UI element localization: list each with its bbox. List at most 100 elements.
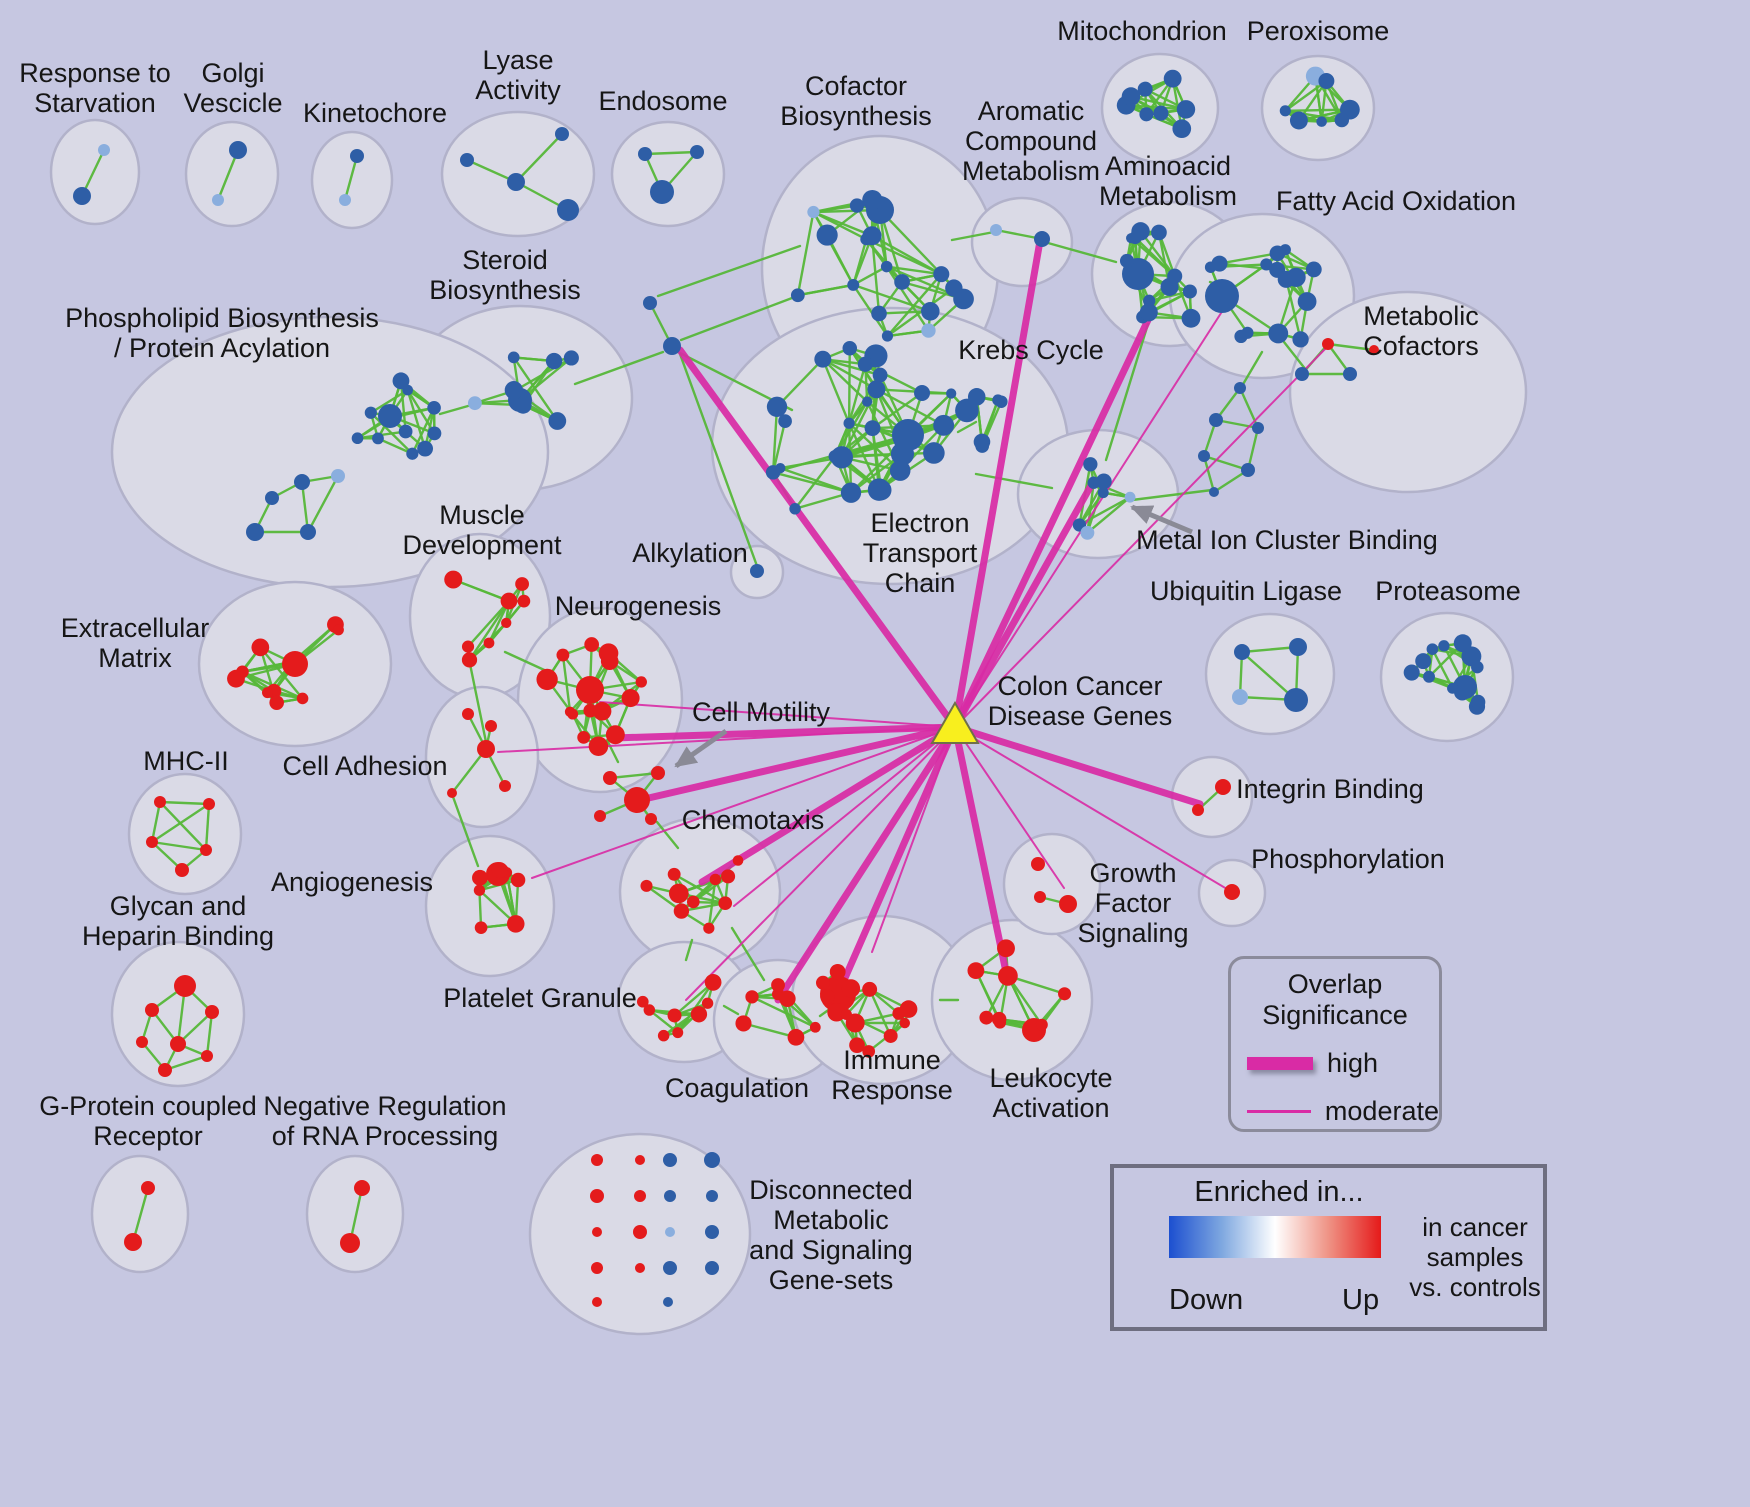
graph-node xyxy=(592,702,612,721)
graph-node xyxy=(212,194,224,206)
graph-node xyxy=(778,414,792,428)
graph-node xyxy=(701,997,714,1009)
graph-node xyxy=(664,1190,676,1202)
graph-node xyxy=(1034,231,1050,247)
label-aminoacid-metabolism: Aminoacid xyxy=(1105,151,1231,181)
graph-node xyxy=(867,380,886,399)
graph-node xyxy=(663,1261,677,1275)
graph-edge xyxy=(399,379,407,433)
graph-node xyxy=(967,962,985,980)
graph-edge xyxy=(692,875,730,904)
graph-edge xyxy=(655,820,680,850)
graph-edge xyxy=(821,357,882,377)
cluster-bubble-angiogenesis xyxy=(424,834,556,978)
graph-node xyxy=(1198,450,1210,462)
label-lyase-activity: Activity xyxy=(475,75,561,105)
label-disconnected-genesets: Disconnected xyxy=(749,1175,913,1205)
significance-edge-high xyxy=(951,316,1152,731)
graph-node xyxy=(483,637,495,649)
graph-edge xyxy=(204,802,211,852)
graph-edge xyxy=(870,234,943,276)
graph-node xyxy=(842,340,858,356)
graph-node xyxy=(690,1006,708,1023)
graph-node xyxy=(933,414,955,436)
graph-node xyxy=(296,692,309,705)
graph-node xyxy=(745,990,759,1004)
label-cell-adhesion: Cell Adhesion xyxy=(282,751,447,781)
graph-node xyxy=(843,417,855,429)
legend-overlap-title-line2: Significance xyxy=(1262,1000,1408,1030)
graph-node xyxy=(1234,382,1246,394)
graph-node xyxy=(880,260,893,273)
graph-edge xyxy=(684,938,694,962)
graph-node xyxy=(635,676,647,688)
significance-edge-high xyxy=(698,723,959,886)
graph-node xyxy=(686,895,700,909)
graph-node xyxy=(721,869,736,884)
high-significance-line-swatch xyxy=(1247,1057,1313,1070)
label-metabolic-cofactors: Metabolic xyxy=(1363,301,1479,331)
graph-node xyxy=(1292,331,1309,348)
graph-edge xyxy=(643,150,699,156)
graph-node xyxy=(1415,653,1432,670)
graph-edge xyxy=(306,474,340,534)
graph-node xyxy=(229,141,247,159)
graph-node xyxy=(862,1045,876,1058)
graph-node xyxy=(1295,367,1309,381)
graph-edge xyxy=(150,802,211,844)
label-extracellular-matrix: Matrix xyxy=(98,643,172,673)
graph-node xyxy=(703,922,715,934)
graph-edge xyxy=(466,599,511,648)
graph-edge xyxy=(450,747,488,795)
label-electron-transport-chain: Chain xyxy=(885,568,956,598)
label-golgi-vescicle: Vescicle xyxy=(183,88,282,118)
graph-edge xyxy=(150,800,162,844)
graph-node xyxy=(667,1008,682,1023)
graph-node xyxy=(1224,884,1240,900)
graph-node xyxy=(690,145,704,159)
graph-node xyxy=(536,668,558,691)
graph-node xyxy=(1269,261,1286,278)
graph-node xyxy=(624,787,650,813)
graph-node xyxy=(775,462,786,474)
graph-node xyxy=(491,862,508,879)
graph-node xyxy=(899,1017,911,1029)
graph-node xyxy=(1205,279,1239,313)
graph-node xyxy=(997,939,1015,958)
graph-node xyxy=(584,637,600,652)
graph-edge xyxy=(411,406,436,455)
annotation-layer xyxy=(674,504,1193,769)
graph-edge xyxy=(868,988,892,1038)
legend-enriched-caption: in cancer samples vs. controls xyxy=(1404,1212,1546,1302)
graph-edge xyxy=(608,771,660,780)
graph-edge xyxy=(561,653,572,714)
label-negative-regulation-rna: of RNA Processing xyxy=(272,1121,499,1151)
gradient-up-label: Up xyxy=(1342,1284,1380,1316)
legend-overlap-title: Overlap Significance xyxy=(1231,969,1439,1031)
graph-edge xyxy=(1284,79,1328,112)
graph-node xyxy=(635,1263,645,1273)
label-disconnected-genesets: Metabolic xyxy=(773,1205,889,1235)
label-aromatic-compound-metabolism: Metabolism xyxy=(962,156,1100,186)
significance-edge-high xyxy=(610,723,959,742)
graph-node xyxy=(814,350,832,368)
graph-node xyxy=(501,617,512,629)
label-growth-factor-signaling: Signaling xyxy=(1077,918,1188,948)
label-platelet-granule: Platelet Granule xyxy=(443,983,637,1013)
graph-node xyxy=(1260,258,1273,271)
graph-node xyxy=(840,482,862,503)
graph-node xyxy=(300,524,316,540)
graph-edge xyxy=(452,578,511,603)
graph-node xyxy=(992,394,1004,406)
graph-edge xyxy=(885,265,930,332)
graph-edge xyxy=(1284,109,1343,122)
graph-node xyxy=(332,624,344,636)
graph-node xyxy=(1305,261,1322,278)
graph-edge xyxy=(1139,230,1176,278)
graph-node xyxy=(563,350,579,366)
graph-node xyxy=(201,1050,213,1062)
graph-node xyxy=(914,384,931,401)
graph-node xyxy=(645,813,657,825)
pointer-arrow xyxy=(1130,504,1193,535)
graph-node xyxy=(447,788,457,798)
